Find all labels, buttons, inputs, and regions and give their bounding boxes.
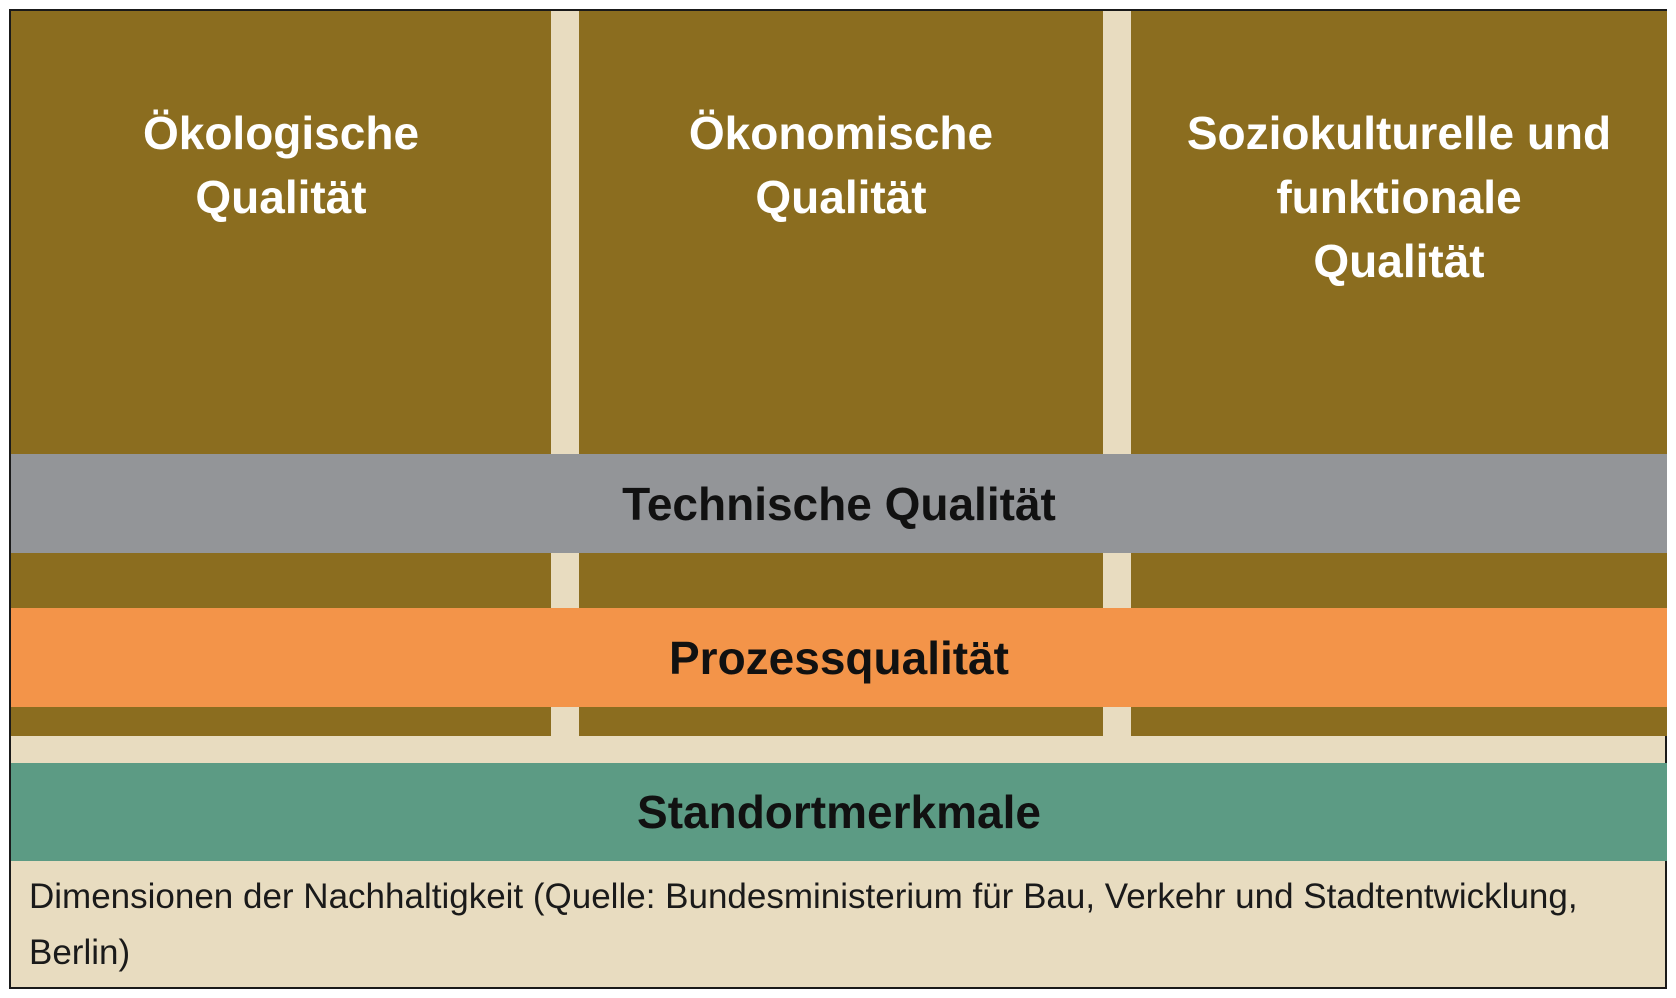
band-technical-quality: Technische Qualität [11,454,1667,553]
pillar-title: Soziokulturelle und funktionale Qualität [1186,107,1612,287]
pillar-title: Ökologische Qualität [142,107,420,223]
sustainability-diagram: Ökologische Qualität Ökonomische Qualitä… [9,9,1667,989]
figure-caption: Dimensionen der Nachhaltigkeit (Quelle: … [29,877,1578,972]
band-location-characteristics: Standortmerkmale [11,763,1667,861]
band-process-quality: Prozessqualität [11,608,1667,707]
pillar-title: Ökonomische Qualität [688,107,994,223]
